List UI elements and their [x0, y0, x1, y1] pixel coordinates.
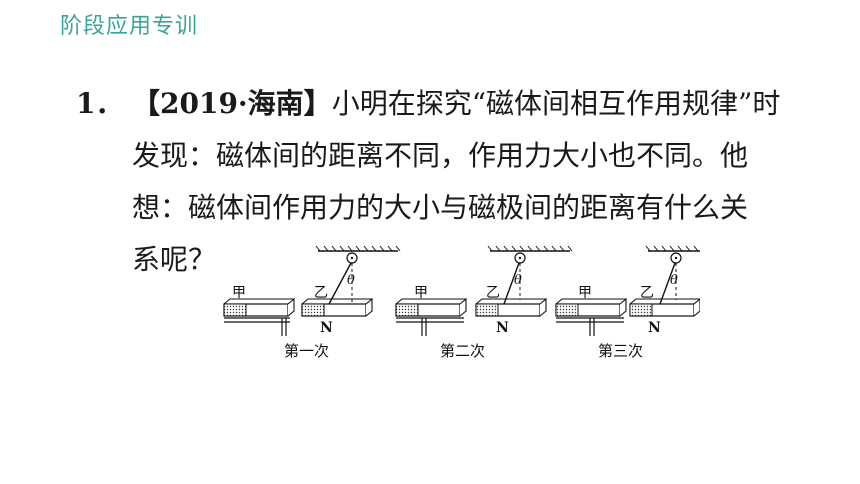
question-line-4: 系呢？	[132, 243, 217, 276]
magnet-a-pole	[555, 303, 579, 317]
angle-label: θ	[514, 273, 522, 288]
question-line-1: 1．【2019·海南】小明在探究“磁体间相互作用规律”时	[76, 78, 796, 130]
question-block: 1．【2019·海南】小明在探究“磁体间相互作用规律”时 发现：磁体间的距离不同…	[76, 78, 796, 286]
experiment-diagram: θ 甲 乙 N 第一次 θ 甲	[223, 245, 700, 360]
panel-first: θ 甲 乙 N 第一次	[223, 245, 401, 360]
question-source: 【2019·海南】	[132, 87, 332, 120]
magnet-a-label: 甲	[414, 285, 428, 301]
panel-caption: 第一次	[284, 342, 329, 360]
panel-caption: 第二次	[440, 342, 485, 360]
panel-second: θ 甲 乙 N 第二次	[395, 245, 573, 360]
thread	[659, 262, 676, 305]
thread	[328, 262, 352, 305]
pole-label: N	[320, 320, 333, 336]
magnet-b-pole	[629, 303, 653, 317]
magnet-b-pole	[301, 303, 325, 317]
ceiling-hatch	[645, 245, 699, 252]
magnet-b-label: 乙	[486, 285, 500, 301]
question-line-2: 发现：磁体间的距离不同，作用力大小也不同。他	[132, 139, 749, 172]
pole-label: N	[648, 320, 661, 336]
question-number: 1．	[76, 87, 124, 120]
experiment-figure: θ 甲 乙 N 第一次 θ 甲	[220, 242, 700, 372]
magnet-a-pole	[395, 303, 419, 317]
panel-caption: 第三次	[598, 342, 643, 360]
pole-label: N	[496, 320, 509, 336]
question-text-1: 小明在探究“磁体间相互作用规律”时	[331, 87, 781, 120]
angle-label: θ	[347, 273, 355, 288]
page-header-title: 阶段应用专训	[60, 14, 199, 39]
thread	[503, 262, 520, 305]
magnet-a-pole	[223, 303, 247, 317]
ceiling-hatch	[315, 245, 401, 252]
magnet-b-pole	[475, 303, 499, 317]
magnet-b-label: 乙	[640, 285, 654, 301]
question-line-3: 想：磁体间作用力的大小与磁极间的距离有什么关	[132, 191, 749, 224]
magnet-b-label: 乙	[314, 285, 328, 301]
panel-third: θ 甲 乙 N 第三次	[555, 245, 700, 360]
magnet-a-label: 甲	[232, 285, 246, 301]
magnet-a-label: 甲	[578, 285, 592, 301]
angle-label: θ	[670, 273, 678, 288]
ceiling-hatch	[487, 245, 573, 252]
